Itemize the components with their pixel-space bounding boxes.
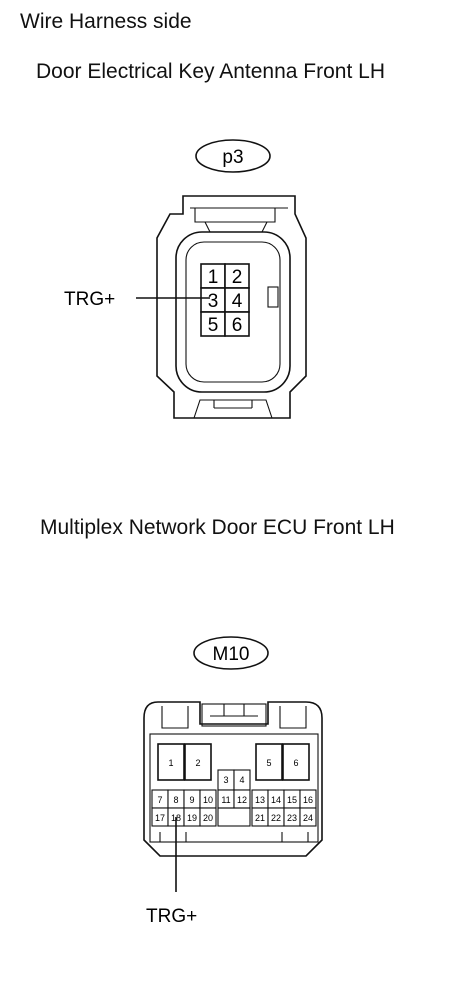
connector-2-pin-label: 12 bbox=[237, 795, 247, 805]
connector-1-pin-label: 1 bbox=[208, 267, 219, 288]
connector-2-pin-label: 22 bbox=[271, 813, 281, 823]
connector-2-pin-label: 10 bbox=[203, 795, 213, 805]
connector-1-pin bbox=[224, 263, 250, 289]
header-text: Wire Harness side bbox=[20, 10, 192, 33]
connector-2-pin-label: 11 bbox=[221, 795, 230, 805]
connector-2-pin-label: 7 bbox=[157, 795, 162, 805]
connector-1-pin-label: 2 bbox=[232, 267, 243, 288]
connector-2-pin-label: 16 bbox=[303, 795, 313, 805]
connector-2-pin-label: 8 bbox=[173, 795, 178, 805]
connector-1-pin-label: 3 bbox=[208, 291, 219, 312]
connector-2-pin-label: 21 bbox=[255, 813, 265, 823]
connector-2-pin-label: 4 bbox=[239, 775, 244, 785]
connector-1-pin bbox=[200, 311, 226, 337]
connector-2-pin-label: 15 bbox=[287, 795, 297, 805]
connector-2-pin-label: 5 bbox=[266, 758, 271, 768]
connector-1-pin bbox=[224, 287, 250, 313]
connector-2-pin-label: 14 bbox=[271, 795, 281, 805]
connector-2-pin bbox=[157, 743, 185, 781]
connector-1-inner bbox=[175, 231, 291, 393]
connector-2-code-ellipse bbox=[193, 636, 269, 670]
connector-2-code: M10 bbox=[213, 644, 250, 665]
connector-1-housing bbox=[156, 195, 307, 419]
connector-1-title: Door Electrical Key Antenna Front LH bbox=[36, 60, 386, 83]
connector-1-pin-grid: 1 2 3 4 5 6 bbox=[200, 263, 250, 337]
connector-2-pin-label: 3 bbox=[223, 775, 228, 785]
connector-2-pin-label: 20 bbox=[203, 813, 213, 823]
connector-2-row-2: 17 18 19 20 21 22 23 24 bbox=[151, 807, 317, 827]
connector-2-title: Multiplex Network Door ECU Front LH bbox=[40, 516, 395, 539]
connector-2-row-1: 7 8 9 10 11 12 13 14 15 16 bbox=[151, 789, 317, 809]
connector-2-pin-label: 1 bbox=[168, 758, 173, 768]
connector-2-pin-label: 13 bbox=[255, 795, 265, 805]
connector-2-pin-label: 23 bbox=[287, 813, 297, 823]
connector-1: p3 1 2 3 4 5 6 TRG+ bbox=[64, 139, 307, 419]
connector-2-pin-label: 9 bbox=[189, 795, 194, 805]
connector-2-housing bbox=[143, 701, 323, 857]
connector-1-pin-label: 4 bbox=[232, 291, 243, 312]
connector-2-pin bbox=[282, 743, 310, 781]
connector-2-pin-label: 19 bbox=[187, 813, 197, 823]
connector-1-pin-label: 5 bbox=[208, 315, 219, 336]
connector-2-signal-label: TRG+ bbox=[146, 906, 197, 927]
connector-2-pin-label: 2 bbox=[195, 758, 200, 768]
connector-2-pin-label: 6 bbox=[293, 758, 298, 768]
connector-1-code: p3 bbox=[222, 147, 243, 168]
connector-2-pin-label: 17 bbox=[155, 813, 165, 823]
connector-1-pin-label: 6 bbox=[232, 315, 243, 336]
connector-1-code-ellipse bbox=[195, 139, 271, 173]
connector-2-pin bbox=[255, 743, 283, 781]
connector-1-pin bbox=[224, 311, 250, 337]
connector-2: M10 1 2 5 6 3 4 bbox=[143, 636, 323, 927]
connector-2-pin-label: 24 bbox=[303, 813, 313, 823]
connector-1-signal-label: TRG+ bbox=[64, 289, 115, 310]
connector-2-pin bbox=[184, 743, 212, 781]
